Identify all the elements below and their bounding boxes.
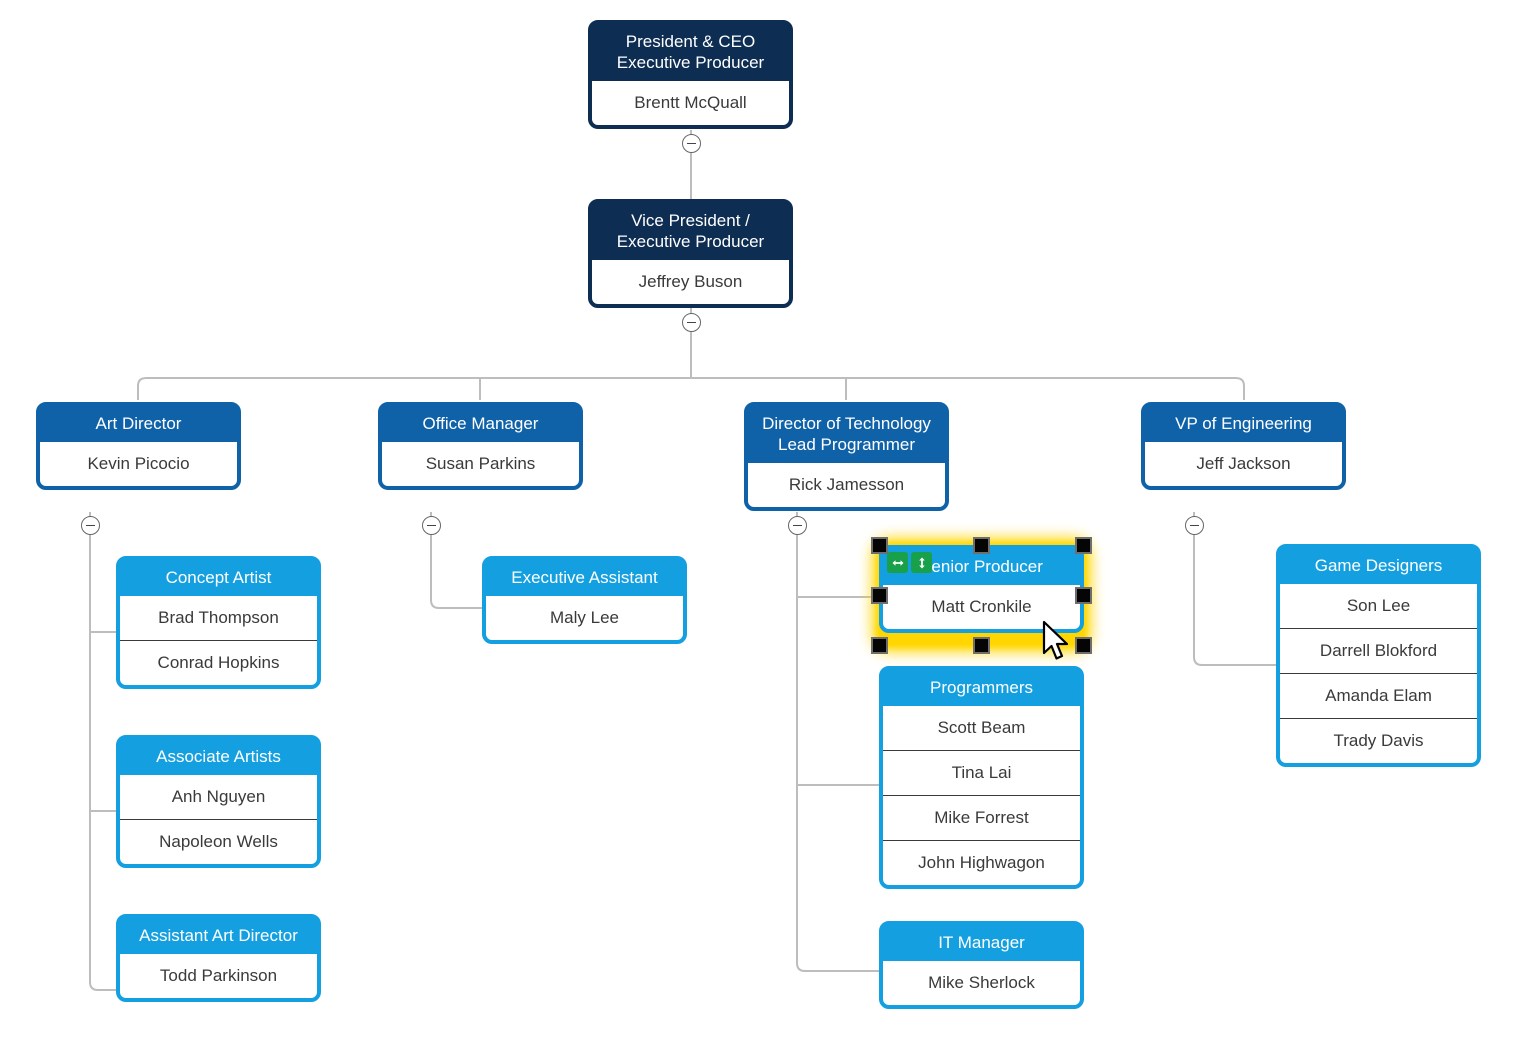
org-node-art-director[interactable]: Art Director Kevin Picocio [36,402,241,490]
collapse-toggle-art-director[interactable] [81,516,100,535]
org-node-member[interactable]: Amanda Elam [1280,673,1477,718]
org-node-title: Office Manager [382,406,579,442]
org-node-title: Associate Artists [120,739,317,775]
org-node-concept-artist[interactable]: Concept Artist Brad Thompson Conrad Hopk… [116,556,321,689]
resize-handle-top-right[interactable] [1075,537,1092,554]
collapse-toggle-director-of-technology[interactable] [788,516,807,535]
collapse-toggle-vp-engineering[interactable] [1185,516,1204,535]
resize-horizontal-icon[interactable] [887,552,908,573]
org-node-game-designers[interactable]: Game Designers Son Lee Darrell Blokford … [1276,544,1481,767]
org-node-title: President & CEO Executive Producer [592,24,789,81]
org-node-it-manager[interactable]: IT Manager Mike Sherlock [879,921,1084,1009]
org-node-vp[interactable]: Vice President / Executive Producer Jeff… [588,199,793,308]
org-node-member[interactable]: Todd Parkinson [120,954,317,998]
org-node-member[interactable]: Son Lee [1280,584,1477,628]
org-node-member[interactable]: Scott Beam [883,706,1080,750]
org-node-member[interactable]: Conrad Hopkins [120,640,317,685]
org-node-title: Programmers [883,670,1080,706]
org-node-member[interactable]: Maly Lee [486,596,683,640]
org-node-title: Game Designers [1280,548,1477,584]
resize-handle-bottom-center[interactable] [973,637,990,654]
org-node-member[interactable]: Tina Lai [883,750,1080,795]
org-node-member[interactable]: Trady Davis [1280,718,1477,763]
org-node-member[interactable]: Brentt McQuall [592,81,789,125]
org-node-executive-assistant[interactable]: Executive Assistant Maly Lee [482,556,687,644]
org-node-office-manager[interactable]: Office Manager Susan Parkins [378,402,583,490]
org-node-member[interactable]: Brad Thompson [120,596,317,640]
resize-handle-middle-left[interactable] [871,587,888,604]
org-node-vp-engineering[interactable]: VP of Engineering Jeff Jackson [1141,402,1346,490]
resize-handle-bottom-left[interactable] [871,637,888,654]
org-node-member[interactable]: John Highwagon [883,840,1080,885]
org-node-member[interactable]: Anh Nguyen [120,775,317,819]
resize-handle-top-left[interactable] [871,537,888,554]
org-node-programmers[interactable]: Programmers Scott Beam Tina Lai Mike For… [879,666,1084,889]
collapse-toggle-ceo[interactable] [682,134,701,153]
resize-handle-bottom-right[interactable] [1075,637,1092,654]
org-node-member[interactable]: Darrell Blokford [1280,628,1477,673]
collapse-toggle-office-manager[interactable] [422,516,441,535]
org-node-ceo[interactable]: President & CEO Executive Producer Brent… [588,20,793,129]
org-node-associate-artists[interactable]: Associate Artists Anh Nguyen Napoleon We… [116,735,321,868]
org-node-member[interactable]: Matt Cronkile [883,585,1080,629]
collapse-toggle-vp[interactable] [682,313,701,332]
resize-handle-top-center[interactable] [973,537,990,554]
org-node-title: Vice President / Executive Producer [592,203,789,260]
org-node-title: Senior Producer [883,549,1080,585]
org-node-title: Executive Assistant [486,560,683,596]
org-node-member[interactable]: Kevin Picocio [40,442,237,486]
org-node-title: Art Director [40,406,237,442]
org-node-member[interactable]: Jeff Jackson [1145,442,1342,486]
org-node-title: Director of Technology Lead Programmer [748,406,945,463]
org-node-title: Concept Artist [120,560,317,596]
resize-vertical-icon[interactable] [911,552,932,573]
org-node-member[interactable]: Rick Jamesson [748,463,945,507]
org-node-member[interactable]: Jeffrey Buson [592,260,789,304]
resize-handle-middle-right[interactable] [1075,587,1092,604]
org-node-assistant-art-director[interactable]: Assistant Art Director Todd Parkinson [116,914,321,1002]
org-node-title: VP of Engineering [1145,406,1342,442]
selection-badges[interactable] [887,552,932,573]
org-node-member[interactable]: Mike Forrest [883,795,1080,840]
org-node-director-of-technology[interactable]: Director of Technology Lead Programmer R… [744,402,949,511]
org-node-title: Assistant Art Director [120,918,317,954]
org-node-member[interactable]: Mike Sherlock [883,961,1080,1005]
org-node-member[interactable]: Susan Parkins [382,442,579,486]
selected-node-wrapper[interactable]: Senior Producer Matt Cronkile [871,537,1092,654]
org-node-member[interactable]: Napoleon Wells [120,819,317,864]
org-node-title: IT Manager [883,925,1080,961]
